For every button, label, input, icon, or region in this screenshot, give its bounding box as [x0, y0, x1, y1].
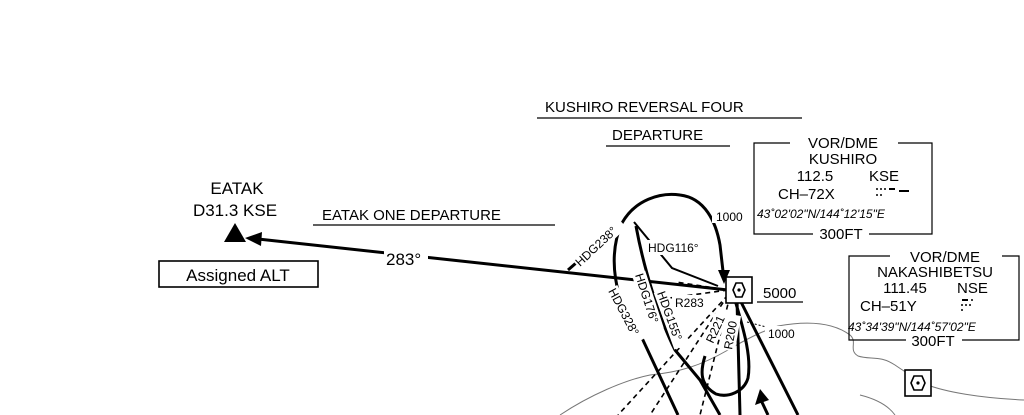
eatak-fix-dme: D31.3 KSE — [193, 201, 277, 220]
nakashibetsu-morse-code — [961, 299, 973, 311]
altitude-5000: 5000 — [763, 285, 796, 302]
eatak-one-title: EATAK ONE DEPARTURE — [322, 207, 501, 224]
nakashibetsu-vor-symbol — [904, 369, 932, 397]
kushiro-channel: CH–72X — [778, 186, 835, 203]
nakashibetsu-channel: CH–51Y — [860, 298, 917, 315]
eatak-fix-name: EATAK — [210, 179, 264, 198]
nakashibetsu-type: VOR/DME — [910, 249, 980, 266]
kushiro-vor-symbol — [725, 276, 753, 304]
kushiro-freq: 112.5 — [797, 168, 833, 185]
nakashibetsu-name: NAKASHIBETSU — [877, 264, 993, 281]
altitude-1000-right: 1000 — [768, 327, 795, 341]
assigned-alt-label: Assigned ALT — [186, 266, 290, 285]
nakashibetsu-alt: 300FT — [911, 333, 954, 350]
reversal-loop-track — [567, 192, 726, 281]
assigned-alt-box — [158, 260, 319, 288]
hdg328-label: HDG328° — [605, 286, 642, 338]
loop-arrowhead — [718, 270, 730, 284]
inbound-arrowhead — [755, 389, 769, 405]
kushiro-name: KUSHIRO — [809, 151, 877, 168]
kushiro-navaid-box: VOR/DME KUSHIRO 112.5 KSE CH–72X 43˚02'0… — [753, 135, 933, 243]
altitude-1000-top: 1000 — [716, 210, 743, 224]
kushiro-reversal-title-2: DEPARTURE — [612, 127, 703, 144]
nakashibetsu-coords: 43˚34'39"N/144˚57'02"E — [848, 320, 977, 334]
kushiro-coords: 43˚02'02"N/144˚12'15"E — [757, 207, 886, 221]
r200-label: R200 — [721, 320, 740, 351]
kushiro-morse-code — [876, 188, 909, 196]
kushiro-ident: KSE — [869, 168, 899, 185]
hdg116-label: HDG116° — [648, 241, 699, 255]
course-label: 283° — [386, 250, 421, 269]
r283-label: R283 — [675, 296, 704, 310]
eatak-fix-triangle — [224, 223, 246, 242]
departure-tracks — [612, 221, 800, 415]
nakashibetsu-navaid-box: VOR/DME NAKASHIBETSU 111.45 NSE CH–51Y 4… — [848, 249, 1020, 350]
course-label-bg — [384, 249, 428, 267]
coastline-2 — [859, 394, 896, 415]
kushiro-alt: 300FT — [819, 226, 862, 243]
kushiro-reversal-title-1: KUSHIRO REVERSAL FOUR — [545, 99, 744, 116]
kushiro-type: VOR/DME — [808, 135, 878, 152]
eatak-course-arrowhead — [245, 232, 262, 246]
hdg116-track — [633, 221, 719, 287]
nakashibetsu-freq: 111.45 — [883, 280, 927, 297]
nakashibetsu-ident: NSE — [957, 280, 988, 297]
